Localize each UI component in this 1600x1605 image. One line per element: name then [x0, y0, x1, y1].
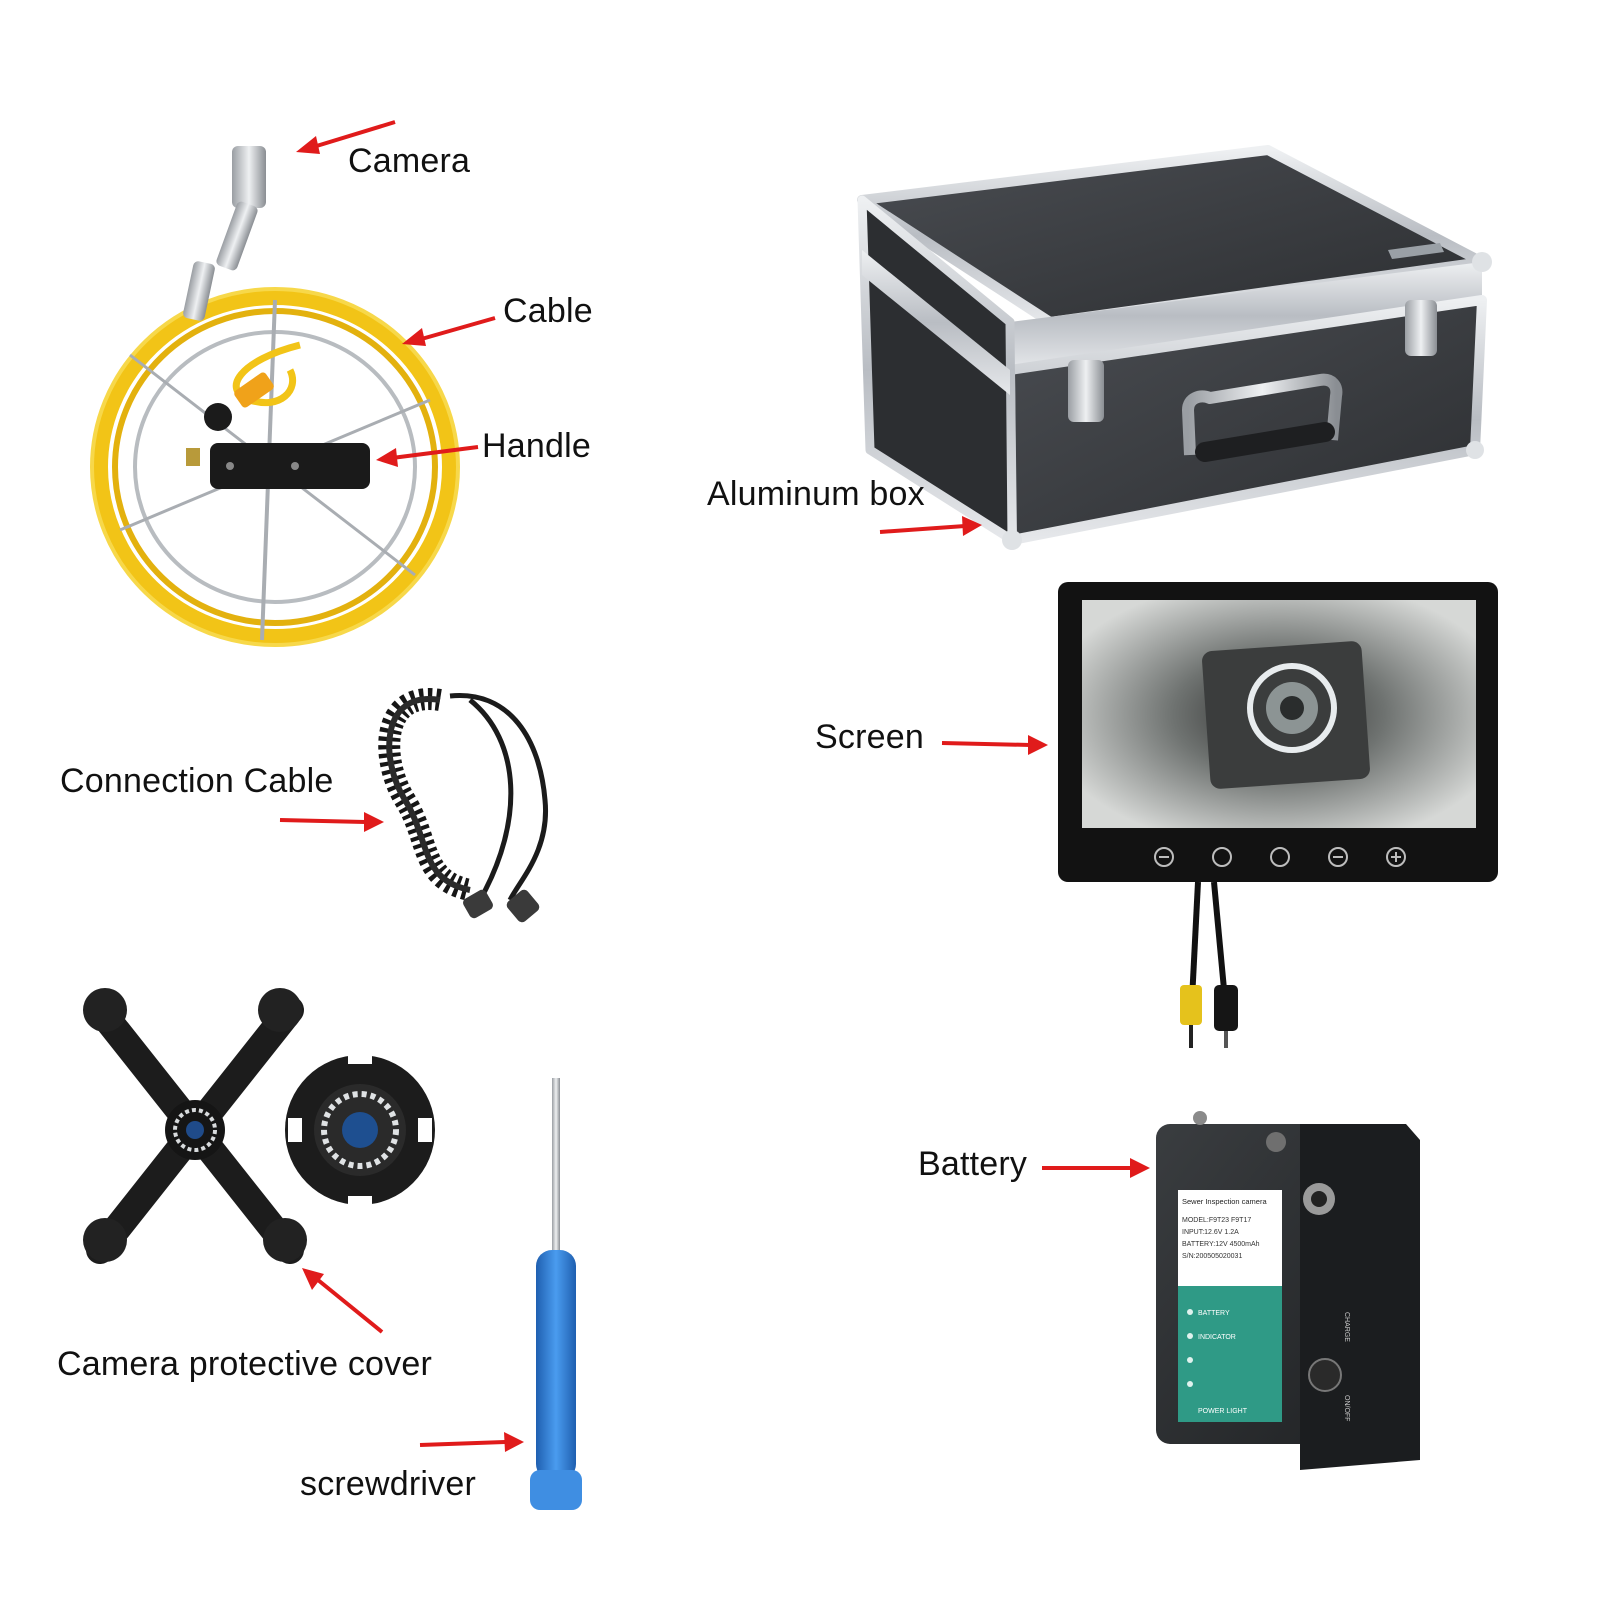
cable-reel-illustration: [90, 146, 460, 647]
label-aluminum-box: Aluminum box: [707, 475, 925, 513]
battery-label-title: Sewer Inspection camera: [1182, 1197, 1267, 1206]
arrow-handle: [376, 445, 479, 467]
case-latch-left: [1068, 360, 1104, 422]
monitor-illustration: [1058, 582, 1498, 1048]
arrow-aluminum-box: [879, 516, 982, 536]
case-handle: [1182, 373, 1343, 456]
reel-handle: [210, 443, 370, 489]
label-camera: Camera: [348, 142, 471, 180]
label-battery: Battery: [918, 1145, 1028, 1183]
battery-label-input: INPUT:12.6V 1.2A: [1182, 1229, 1239, 1236]
onoff-switch-text: ON/OFF: [1343, 1395, 1350, 1421]
screwdriver-illustration: [530, 1078, 582, 1510]
power-light-text: POWER LIGHT: [1198, 1408, 1248, 1415]
connection-cable-illustration: [378, 688, 549, 923]
aluminum-case-illustration: [857, 145, 1492, 550]
battery-box-illustration: Sewer Inspection camera MODEL:F9T23 F9T1…: [1156, 1111, 1420, 1470]
label-connection-cable: Connection Cable: [60, 762, 334, 800]
monitor-menu-button: [1212, 847, 1232, 867]
charge-port-text: CHARGE: [1343, 1312, 1350, 1342]
monitor-back-button: [1154, 847, 1174, 867]
arrow-battery: [1042, 1158, 1150, 1178]
label-handle: Handle: [482, 427, 591, 465]
battery-label-serial: S/N:200505020031: [1182, 1253, 1242, 1260]
callout-arrows: [279, 120, 1150, 1452]
battery-info-label: [1178, 1190, 1282, 1286]
rca-plug: [1180, 985, 1202, 1025]
arrow-camera: [296, 120, 396, 154]
battery-power-knob: [1308, 1358, 1342, 1392]
arrow-cable: [402, 316, 496, 346]
connector-plug-left: [463, 889, 493, 919]
label-screen: Screen: [815, 718, 924, 756]
arrow-screwdriver: [419, 1432, 524, 1452]
arrow-screen: [941, 735, 1048, 755]
connector-plug-right: [506, 889, 540, 923]
label-cable: Cable: [503, 292, 593, 330]
label-camera-protective-cover: Camera protective cover: [57, 1345, 432, 1383]
monitor-minus-button: [1328, 847, 1348, 867]
indicator-text: INDICATOR: [1198, 1334, 1236, 1341]
battery-label-model: MODEL:F9T23 F9T17: [1182, 1217, 1251, 1224]
battery-label-capacity: BATTERY:12V 4500mAh: [1182, 1241, 1260, 1248]
indicator-battery-text: BATTERY: [1198, 1310, 1230, 1317]
monitor-power-button: [1270, 847, 1290, 867]
screwdriver-handle: [536, 1250, 576, 1480]
case-latch-right: [1405, 300, 1437, 356]
arrow-protective-cover: [302, 1268, 384, 1334]
protective-cover-illustration: [83, 988, 435, 1264]
label-screwdriver: screwdriver: [300, 1465, 477, 1503]
arrow-connection-cable: [279, 812, 384, 832]
battery-indicator-panel: [1178, 1286, 1282, 1422]
monitor-plus-button: [1386, 847, 1406, 867]
dc-plug: [1214, 985, 1238, 1031]
camera-head: [232, 146, 266, 208]
